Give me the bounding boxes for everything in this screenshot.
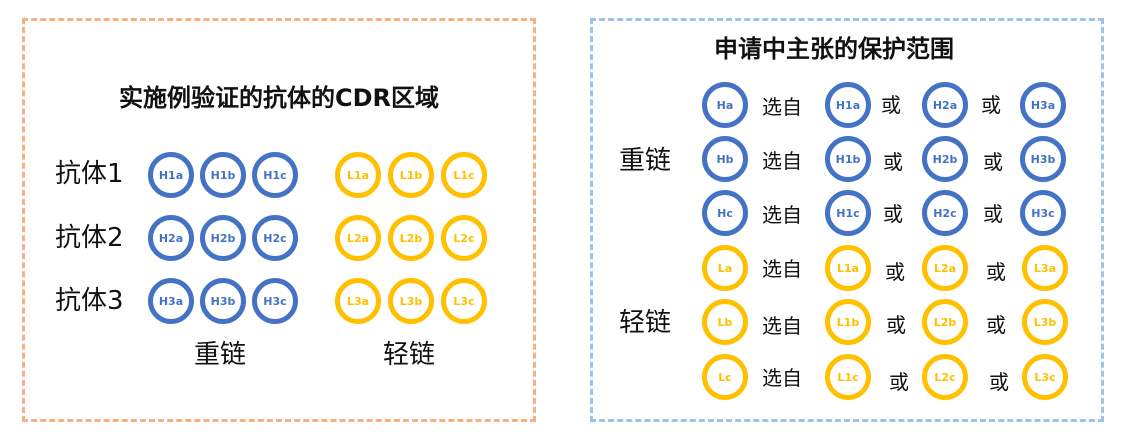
cdr-circle-light: L1c [441,152,487,198]
or-word: 或 [986,315,1006,335]
cdr-option-circle: H1a [825,82,871,128]
select-word: 选自 [762,151,802,171]
or-word: 或 [983,152,1003,172]
cdr-circle-light: L2a [335,215,381,261]
cdr-option-circle: L3a [1022,245,1068,291]
cdr-circle-light: L1b [388,152,434,198]
cdr-option-circle: L1b [825,299,871,345]
cdr-option-circle: H1c [825,190,871,236]
cdr-option-circle: L2b [922,299,968,345]
cdr-option-circle: L1a [825,245,871,291]
cdr-option-circle: L3b [1022,299,1068,345]
cdr-option-circle: H3b [1020,136,1066,182]
cdr-circle-light: L3c [441,278,487,324]
cdr-circle-heavy: H3b [200,278,246,324]
antibody-3-label: 抗体3 [55,288,124,314]
select-word: 选自 [762,259,802,279]
cdr-region-circle: Ha [702,82,748,128]
antibody-1-label: 抗体1 [55,161,124,187]
heavy-chain-column-label: 重链 [194,342,246,368]
or-word: 或 [981,95,1001,115]
or-word: 或 [883,152,903,172]
light-chain-column-label: 轻链 [383,342,435,368]
cdr-option-circle: H2a [922,82,968,128]
cdr-region-circle: Hc [702,190,748,236]
cdr-option-circle: L2a [922,245,968,291]
cdr-option-circle: L1c [825,354,871,400]
or-word: 或 [883,204,903,224]
cdr-option-circle: H3a [1020,82,1066,128]
cdr-option-circle: L3c [1022,354,1068,400]
cdr-option-circle: H1b [825,136,871,182]
or-word: 或 [886,315,906,335]
cdr-option-circle: L2c [922,354,968,400]
cdr-circle-heavy: H1a [148,152,194,198]
cdr-circle-heavy: H3a [148,278,194,324]
cdr-circle-heavy: H3c [252,278,298,324]
antibody-2-label: 抗体2 [55,225,124,251]
or-word: 或 [983,204,1003,224]
select-word: 选自 [762,97,802,117]
or-word: 或 [881,95,901,115]
right-panel-title: 申请中主张的保护范围 [714,37,954,61]
or-word: 或 [889,372,909,392]
cdr-circle-light: L3b [388,278,434,324]
heavy-chain-label: 重链 [619,148,671,174]
cdr-circle-heavy: H1b [200,152,246,198]
select-word: 选自 [762,368,802,388]
select-word: 选自 [762,316,802,336]
light-chain-label: 轻链 [619,310,671,336]
left-panel-title: 实施例验证的抗体的CDR区域 [119,86,439,110]
cdr-option-circle: H3c [1020,190,1066,236]
cdr-circle-light: L1a [335,152,381,198]
cdr-region-circle: Hb [702,136,748,182]
or-word: 或 [986,262,1006,282]
cdr-circle-heavy: H2a [148,215,194,261]
cdr-circle-heavy: H1c [252,152,298,198]
cdr-option-circle: H2b [922,136,968,182]
cdr-region-circle: Lc [702,354,748,400]
cdr-circle-light: L2b [388,215,434,261]
cdr-circle-light: L2c [441,215,487,261]
select-word: 选自 [762,205,802,225]
cdr-circle-heavy: H2b [200,215,246,261]
cdr-circle-light: L3a [335,278,381,324]
cdr-region-circle: Lb [702,299,748,345]
cdr-option-circle: H2c [922,190,968,236]
cdr-circle-heavy: H2c [252,215,298,261]
or-word: 或 [885,262,905,282]
or-word: 或 [989,372,1009,392]
cdr-region-circle: La [702,245,748,291]
